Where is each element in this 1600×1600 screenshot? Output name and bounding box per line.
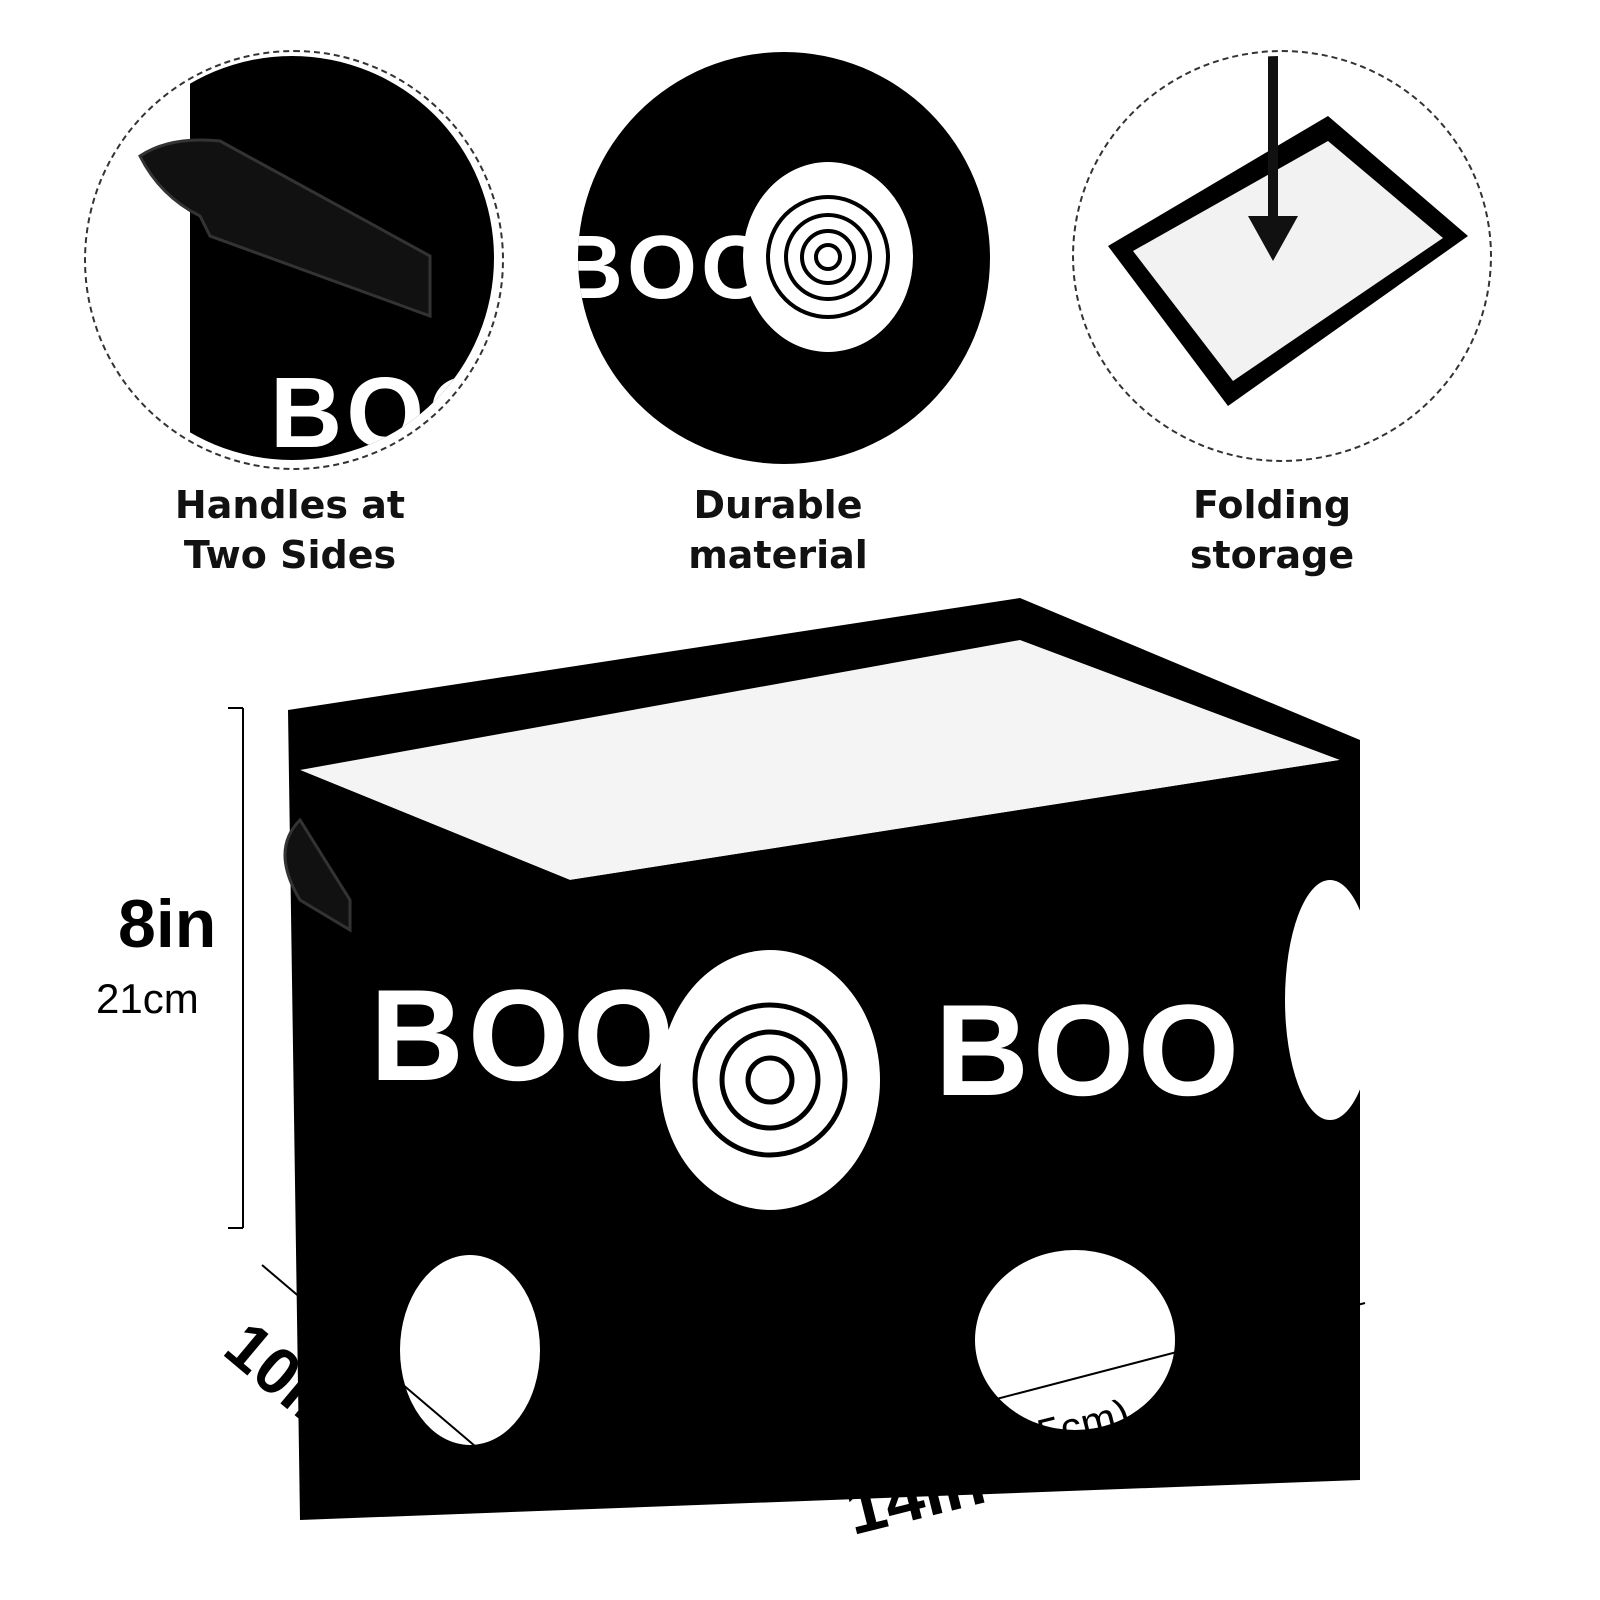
detail-handles: BOO (90, 56, 494, 460)
feature-caption: Folding storage (1122, 480, 1422, 580)
height-inches: 8in (118, 886, 217, 962)
detail-circle-outline (84, 50, 504, 470)
detail-circle-outline (1072, 50, 1492, 462)
caption-line: Folding (1192, 483, 1352, 527)
caption-line: material (688, 533, 868, 577)
caption-line: Two Sides (183, 533, 397, 577)
feature-caption: Handles at Two Sides (140, 480, 440, 580)
handle-strap-icon (138, 138, 432, 319)
feature-caption: Durable material (628, 480, 928, 580)
detail-folding (1078, 56, 1482, 452)
arrow-down-icon (1248, 56, 1298, 261)
caption-line: storage (1189, 533, 1355, 577)
pattern-boo-text: BOO (370, 962, 679, 1108)
detail-material: BOO (578, 52, 990, 464)
handle-icon (283, 817, 352, 933)
pattern-boo-text: BOO (935, 977, 1244, 1123)
caption-line: Handles at (174, 483, 406, 527)
rose-icon (743, 162, 913, 352)
caption-line: Durable (693, 483, 863, 527)
height-cm: 21cm (96, 975, 199, 1022)
pattern-boo-text: BOO (270, 357, 494, 460)
pattern-boo-text: BOO (578, 218, 776, 318)
